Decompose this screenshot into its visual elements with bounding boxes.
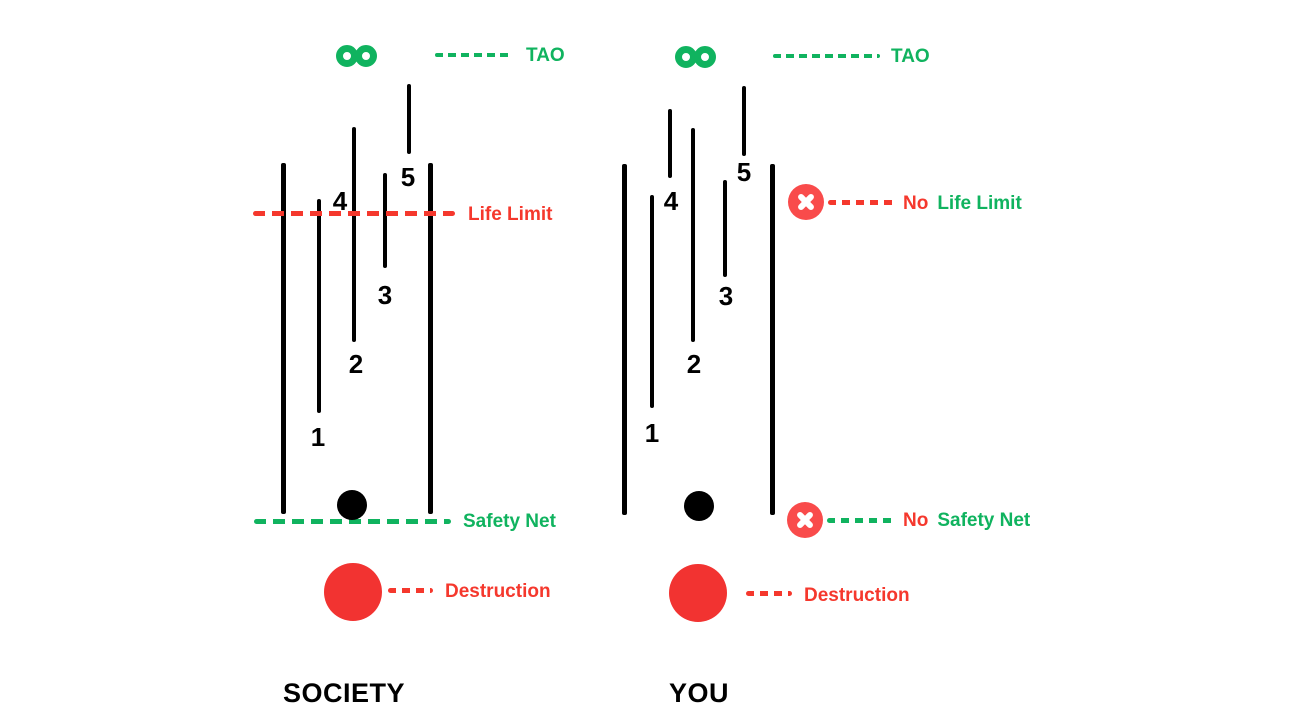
tao-dash-line xyxy=(773,54,880,58)
no-text: No xyxy=(903,193,929,214)
attempt-number-3: 3 xyxy=(718,281,734,311)
destruction-label: Destruction xyxy=(445,581,551,602)
attempt-number-2: 2 xyxy=(348,349,364,379)
infinity-loop-left xyxy=(675,46,697,68)
black-ball-icon xyxy=(337,490,367,520)
life-limit-label: Life Limit xyxy=(468,204,553,225)
you-title: YOU xyxy=(669,678,730,708)
no-life-limit-dash-line xyxy=(828,200,898,205)
destruction-circle-icon xyxy=(324,563,382,621)
infinity-loop-right xyxy=(355,45,377,67)
destruction-dash-line xyxy=(746,591,792,596)
attempt-number-3: 3 xyxy=(377,280,393,310)
tao-dash-line xyxy=(435,53,513,57)
tao-label: TAO xyxy=(891,46,930,67)
attempt-number-4: 4 xyxy=(663,186,679,216)
infinity-icon xyxy=(675,46,716,68)
destruction-circle-icon xyxy=(669,564,727,622)
no-life-limit-x-icon xyxy=(788,184,824,220)
black-ball-icon xyxy=(684,491,714,521)
attempt-line-3 xyxy=(383,173,387,268)
society-right-wall xyxy=(428,163,433,514)
attempt-line-5 xyxy=(742,86,746,156)
attempt-line-4 xyxy=(668,109,672,178)
tao-label: TAO xyxy=(526,45,565,66)
safety-net-label: Safety Net xyxy=(463,511,556,532)
attempt-line-1 xyxy=(650,195,654,408)
destruction-dash-line xyxy=(388,588,433,593)
you-left-wall xyxy=(622,164,627,515)
safety-net-text: Safety Net xyxy=(937,510,1031,531)
attempt-number-1: 1 xyxy=(310,422,326,452)
infinity-icon xyxy=(336,45,377,67)
attempt-number-4: 4 xyxy=(332,186,348,216)
life-limit-line xyxy=(253,211,455,216)
destruction-label: Destruction xyxy=(804,585,910,606)
infinity-loop-left xyxy=(336,45,358,67)
you-right-wall xyxy=(770,164,775,515)
no-text: No xyxy=(903,510,929,531)
attempt-number-5: 5 xyxy=(400,162,416,192)
attempt-line-3 xyxy=(723,180,727,277)
life-limit-text: Life Limit xyxy=(937,193,1022,214)
attempt-line-5 xyxy=(407,84,411,154)
attempt-number-1: 1 xyxy=(644,418,660,448)
no-safety-net-label: No Safety Net xyxy=(903,511,1030,530)
attempt-line-1 xyxy=(317,199,321,413)
no-safety-net-x-icon xyxy=(787,502,823,538)
attempt-line-2 xyxy=(352,127,356,342)
infinity-loop-right xyxy=(694,46,716,68)
attempt-number-2: 2 xyxy=(686,349,702,379)
safety-net-line xyxy=(254,519,451,524)
society-left-wall xyxy=(281,163,286,514)
attempt-line-2 xyxy=(691,128,695,342)
attempt-number-5: 5 xyxy=(736,157,752,187)
no-safety-net-dash-line xyxy=(827,518,893,523)
no-life-limit-label: No Life Limit xyxy=(903,194,1022,213)
society-title: SOCIETY xyxy=(283,678,406,708)
